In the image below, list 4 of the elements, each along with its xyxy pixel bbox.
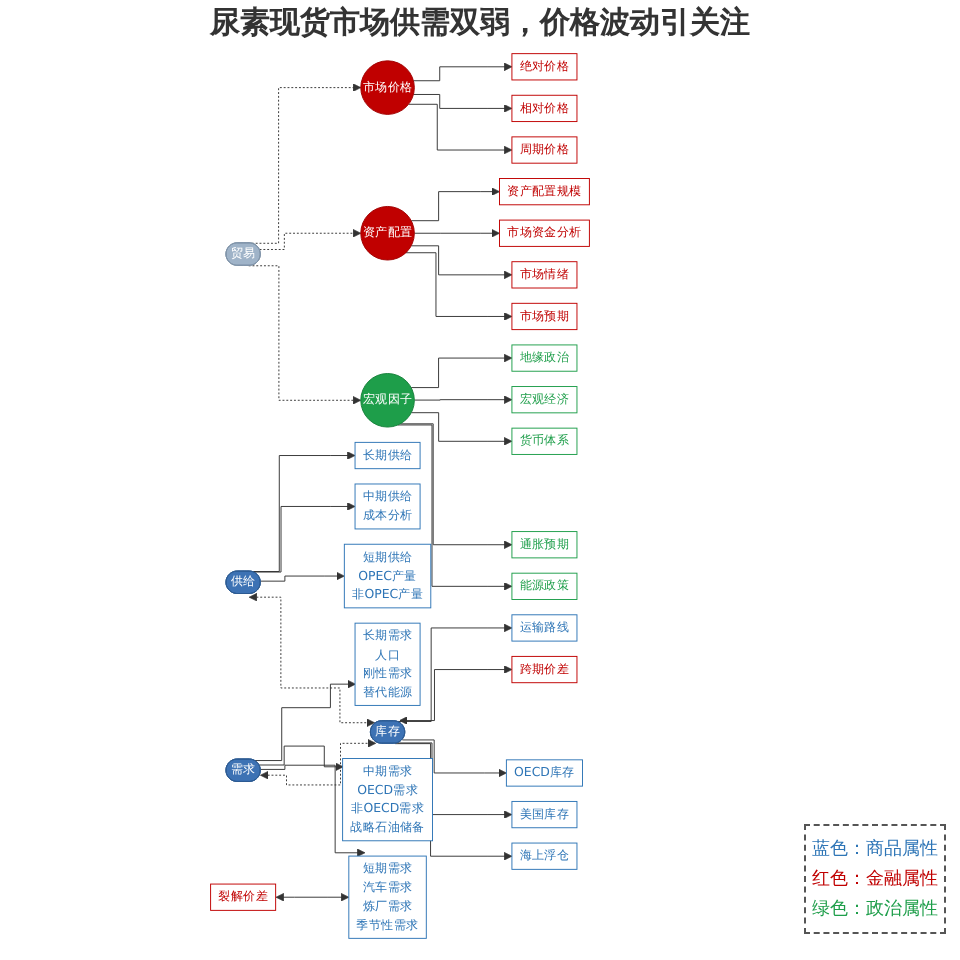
- legend-entry: 红色：金融属性: [812, 867, 938, 892]
- title: 尿素现货市场供需双弱，价格波动引关注: [208, 4, 752, 42]
- legend-entry: 绿色：政治属性: [812, 897, 938, 922]
- legend-entry: 蓝色：商品属性: [812, 837, 938, 862]
